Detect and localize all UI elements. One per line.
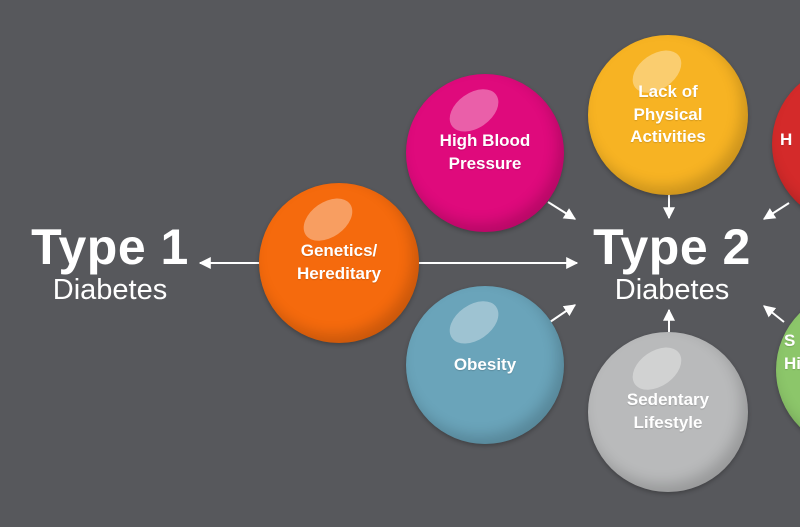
obesity-bubble: Obesity [406, 286, 564, 444]
arrow-obesity-to-type2 [549, 304, 576, 323]
arrow-green-to-type2 [763, 305, 785, 323]
arrow-red-to-type2 [762, 202, 790, 220]
type1-title: Type 1 [31, 219, 189, 275]
genetics-label: Genetics/Hereditary [296, 241, 382, 283]
arrow-hbp-to-type2 [547, 201, 577, 220]
genetics-bubble: Genetics/Hereditary [259, 183, 419, 343]
type1-heading: Type 1 Diabetes [30, 222, 190, 305]
type2-heading: Type 2 Diabetes [588, 222, 756, 305]
type2-subtitle: Diabetes [614, 274, 730, 306]
type2-title: Type 2 [593, 219, 751, 275]
type1-subtitle: Diabetes [52, 274, 168, 306]
obesity-label: Obesity [453, 354, 517, 374]
bubble-highlight [441, 292, 506, 352]
partial-red-label: H [780, 130, 793, 149]
